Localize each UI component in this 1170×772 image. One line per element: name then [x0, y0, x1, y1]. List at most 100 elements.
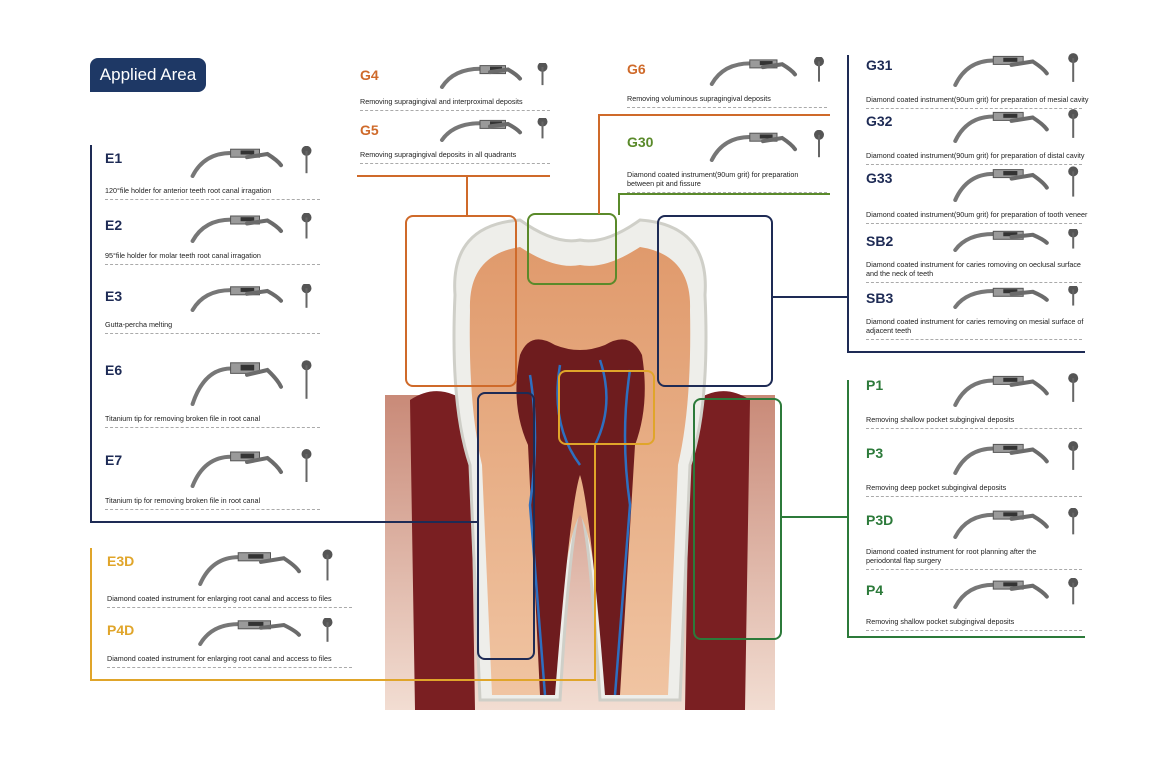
instrument-end-icon — [301, 360, 312, 399]
instrument-images — [190, 146, 312, 178]
dashed-separator — [866, 496, 1082, 497]
description-line: Diamond coated instrument(90um grit) for… — [866, 95, 1089, 104]
instrument-description: Diamond coated instrument(90um grit) for… — [866, 210, 1087, 219]
instrument-angle-icon — [488, 67, 522, 81]
applied-area-badge: Applied Area — [90, 58, 206, 92]
instrument-side-icon — [440, 65, 506, 89]
dashed-separator — [105, 427, 320, 428]
instrument-description: Gutta-percha melting — [105, 320, 172, 329]
tooth-illustration — [385, 218, 775, 710]
instrument-description: 120°file holder for anterior teeth root … — [105, 186, 271, 195]
instrument-side-icon — [953, 375, 1024, 407]
instrument-description: Removing voluminous supragingival deposi… — [627, 94, 771, 103]
instrument-angle-icon — [259, 622, 301, 637]
instrument-side-icon — [953, 55, 1024, 87]
description-line: adjacent teeth — [866, 326, 912, 335]
description-line: Diamond coated instrument for enlarging … — [107, 654, 332, 663]
instrument-images — [953, 578, 1079, 609]
instrument-images — [440, 63, 548, 89]
description-line: Removing voluminous supragingival deposi… — [627, 94, 771, 103]
cavity-bracket — [847, 55, 849, 353]
instrument-angle-icon — [1009, 447, 1049, 464]
instrument-angle-icon — [1009, 172, 1049, 190]
instrument-end-icon — [1068, 578, 1079, 605]
description-line: 95°file holder for molar teeth root cana… — [105, 251, 261, 260]
instrument-angle-icon — [1009, 513, 1049, 529]
endo-diamond-connector-up — [594, 445, 596, 681]
instrument-side-icon — [953, 287, 1024, 309]
instrument-end-icon — [1068, 508, 1079, 535]
instrument-angle-icon — [1009, 379, 1049, 396]
instrument-angle-icon — [1009, 583, 1049, 599]
instrument-code: P4 — [866, 582, 884, 598]
description-line: Removing deep pocket subgingival deposit… — [866, 483, 1007, 492]
instrument-side-icon — [953, 580, 1024, 609]
instrument-side-icon — [190, 148, 260, 178]
description-line: Diamond coated instrument(90um grit) for… — [866, 210, 1088, 219]
endo-diamond-connector — [90, 679, 596, 681]
instrument-end-icon — [814, 130, 824, 158]
dashed-separator — [866, 108, 1082, 109]
periodontal-area-box — [693, 398, 782, 640]
instrument-code: P3 — [866, 445, 884, 461]
description-line: 120°file holder for anterior teeth root … — [105, 186, 272, 195]
instrument-end-icon — [1068, 166, 1079, 197]
instrument-images — [198, 549, 333, 586]
instrument-angle-icon — [245, 288, 283, 303]
instrument-end-icon — [537, 118, 548, 139]
instrument-images — [440, 118, 548, 142]
description-line: and the neck of teeth — [866, 269, 934, 278]
instrument-images — [953, 229, 1079, 252]
instrument-description: Titanium tip for removing broken file in… — [105, 496, 260, 505]
dashed-separator — [866, 428, 1082, 429]
endo-connector — [90, 521, 477, 523]
instrument-angle-icon — [245, 218, 283, 233]
instrument-code: G5 — [360, 122, 379, 138]
instrument-images — [953, 166, 1079, 202]
scaling-bracket — [357, 175, 550, 177]
dashed-separator — [866, 569, 1082, 570]
instrument-side-icon — [190, 451, 260, 488]
dashed-separator — [105, 333, 320, 334]
description-line: Diamond coated instrument for caries rem… — [866, 317, 1084, 326]
instrument-code: P1 — [866, 377, 884, 393]
instrument-description: Diamond coated instrument for enlarging … — [107, 594, 332, 603]
instrument-description: Diamond coated instrument for enlarging … — [107, 654, 332, 663]
instrument-side-icon — [190, 286, 260, 312]
instrument-code: E1 — [105, 150, 123, 166]
description-line: Diamond coated instrument(90um grit) for… — [866, 151, 1085, 160]
instrument-angle-icon — [1009, 59, 1049, 76]
instrument-end-icon — [301, 284, 312, 308]
instrument-side-icon — [190, 215, 260, 243]
instrument-side-icon — [198, 552, 271, 586]
description-line: Removing shallow pocket subgingival depo… — [866, 617, 1015, 626]
instrument-code: G4 — [360, 67, 379, 83]
instrument-description: Titanium tip for removing broken file in… — [105, 414, 260, 423]
instrument-description: Removing shallow pocket subgingival depo… — [866, 617, 1014, 626]
instrument-description: Removing shallow pocket subgingival depo… — [866, 415, 1014, 424]
dashed-separator — [360, 163, 550, 164]
instrument-end-icon — [1068, 373, 1079, 402]
instrument-code: G6 — [627, 61, 646, 77]
instrument-description: 95°file holder for molar teeth root cana… — [105, 251, 261, 260]
instrument-images — [190, 449, 312, 488]
instrument-description: Diamond coated instrument(90um grit) for… — [627, 170, 798, 188]
description-line: Diamond coated instrument for enlarging … — [107, 594, 332, 603]
description-line: between pit and fissure — [627, 179, 701, 188]
scaling-connector — [466, 175, 468, 215]
instrument-angle-icon — [245, 455, 283, 474]
pulp-chamber-area-box — [558, 370, 655, 445]
instrument-description: Removing supragingival and interproximal… — [360, 97, 523, 106]
instrument-images — [198, 618, 333, 646]
instrument-code: E6 — [105, 362, 123, 378]
instrument-images — [953, 109, 1079, 143]
instrument-images — [953, 441, 1079, 475]
description-line: Gutta-percha melting — [105, 320, 173, 329]
instrument-description: Removing supragingival deposits in all q… — [360, 150, 516, 159]
dashed-separator — [360, 110, 550, 111]
instrument-angle-icon — [1009, 232, 1049, 245]
instrument-description: Diamond coated instrument(90um grit) for… — [866, 151, 1085, 160]
dashed-separator — [866, 164, 1082, 165]
perio-connector — [782, 516, 848, 518]
scaling-area-box — [405, 215, 517, 387]
